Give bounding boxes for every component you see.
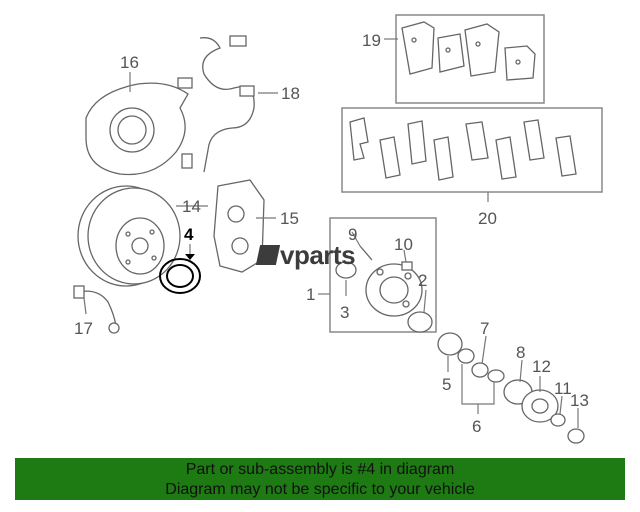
shim-kit-20 bbox=[349, 117, 577, 181]
callout-1: 1 bbox=[306, 285, 315, 304]
footer-line-1: Part or sub-assembly is #4 in diagram bbox=[185, 461, 455, 478]
cap-13 bbox=[567, 428, 585, 444]
callout-19: 19 bbox=[362, 31, 381, 50]
watermark-mark-icon bbox=[255, 245, 281, 265]
caliper-15 bbox=[213, 179, 265, 273]
callout-14: 14 bbox=[182, 197, 201, 216]
callout-labels: 19 18 16 14 15 20 4 9 10 2 1 3 17 7 8 12… bbox=[74, 31, 589, 436]
callout-18: 18 bbox=[281, 84, 300, 103]
callout-8: 8 bbox=[516, 343, 525, 362]
callout-5: 5 bbox=[442, 375, 451, 394]
bearing-2 bbox=[407, 311, 433, 333]
oring-5 bbox=[437, 332, 463, 356]
watermark-text: vparts bbox=[280, 240, 356, 270]
brake-pad-set-19 bbox=[401, 21, 536, 81]
box-1 bbox=[329, 217, 437, 333]
callout-11: 11 bbox=[554, 379, 572, 398]
callout-2: 2 bbox=[418, 271, 427, 290]
callout-15: 15 bbox=[280, 209, 299, 228]
watermark-logo: vparts bbox=[255, 240, 356, 270]
abs-sensor-18 bbox=[177, 35, 255, 173]
callout-13: 13 bbox=[570, 391, 589, 410]
hub-bolt-9 bbox=[359, 245, 373, 261]
nut-10 bbox=[401, 261, 413, 271]
seal-4-highlighted bbox=[159, 258, 201, 294]
nut-7 bbox=[471, 362, 489, 378]
callout-9: 9 bbox=[348, 225, 357, 244]
parts-diagram: 19 18 16 14 15 20 4 9 10 2 1 3 17 7 8 12… bbox=[73, 14, 603, 444]
callout-16: 16 bbox=[120, 53, 139, 72]
callout-4: 4 bbox=[184, 225, 194, 244]
callout-20: 20 bbox=[478, 209, 497, 228]
box-19 bbox=[395, 14, 545, 104]
hub-cap-12 bbox=[503, 379, 559, 423]
callout-7: 7 bbox=[480, 319, 489, 338]
callout-6: 6 bbox=[472, 417, 481, 436]
brake-hose-17 bbox=[73, 285, 120, 334]
callout-12: 12 bbox=[532, 357, 551, 376]
callout-17: 17 bbox=[74, 319, 93, 338]
hub-assembly-1 bbox=[335, 245, 433, 333]
callout-3: 3 bbox=[340, 303, 349, 322]
bearing-3 bbox=[335, 261, 357, 279]
lock-nut-kit-6 bbox=[457, 348, 505, 383]
box-20 bbox=[341, 107, 603, 193]
callout-10: 10 bbox=[394, 235, 413, 254]
footer-line-2: Diagram may not be specific to your vehi… bbox=[165, 481, 475, 498]
gasket-11 bbox=[550, 413, 566, 427]
brake-rotor-14 bbox=[77, 185, 181, 287]
footer-banner: Part or sub-assembly is #4 in diagram Di… bbox=[15, 458, 625, 500]
leader-lines bbox=[83, 38, 579, 428]
dust-cover-16 bbox=[85, 82, 189, 176]
